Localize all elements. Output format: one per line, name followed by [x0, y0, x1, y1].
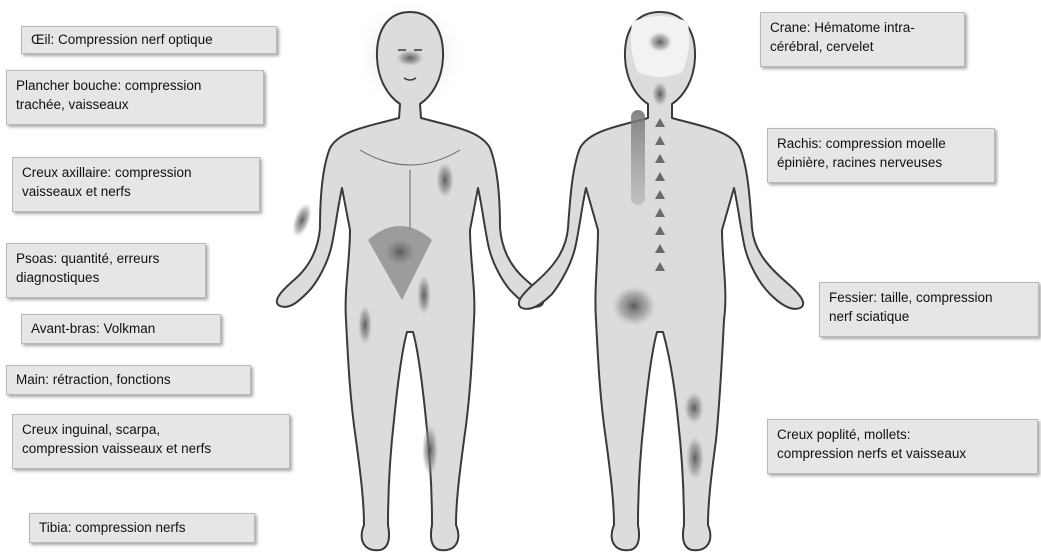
- label-creux-poplite: Creux poplité, mollets: compression nerf…: [767, 419, 1038, 474]
- lesion-crane: [648, 32, 672, 52]
- label-creux-axillaire: Creux axillaire: compression vaisseaux e…: [12, 157, 260, 212]
- lesion-popliteal: [684, 392, 704, 424]
- lesion-groin-right: [358, 305, 372, 345]
- lesion-groin-left: [417, 275, 431, 315]
- label-psoas: Psoas: quantité, erreurs diagnostiques: [6, 243, 206, 298]
- label-rachis: Rachis: compression moelle épinière, rac…: [767, 128, 995, 183]
- label-tibia: Tibia: compression nerfs: [29, 513, 255, 543]
- back-figure: [519, 12, 803, 550]
- lesion-neck: [652, 82, 668, 106]
- label-main: Main: rétraction, fonctions: [6, 365, 251, 395]
- label-fessier: Fessier: taille, compression nerf sciati…: [819, 282, 1039, 337]
- label-avant-bras: Avant-bras: Volkman: [21, 314, 221, 344]
- lesion-buttock: [612, 286, 656, 326]
- label-oeil: Œil: Compression nerf optique: [21, 26, 277, 54]
- lesion-axilla: [436, 162, 454, 198]
- front-figure: [277, 0, 543, 550]
- label-crane: Crane: Hématome intra- cérébral, cervele…: [760, 12, 965, 67]
- label-creux-inguinal: Creux inguinal, scarpa, compression vais…: [12, 414, 290, 469]
- label-plancher-bouche: Plancher bouche: compression trachée, va…: [6, 70, 264, 125]
- lesion-calf: [686, 436, 704, 480]
- lesion-back-strip: [631, 110, 645, 205]
- lesion-eye: [396, 50, 424, 66]
- lesion-forearm: [288, 200, 315, 239]
- lesion-tibia: [422, 424, 438, 476]
- lesion-psoas-core: [382, 236, 418, 268]
